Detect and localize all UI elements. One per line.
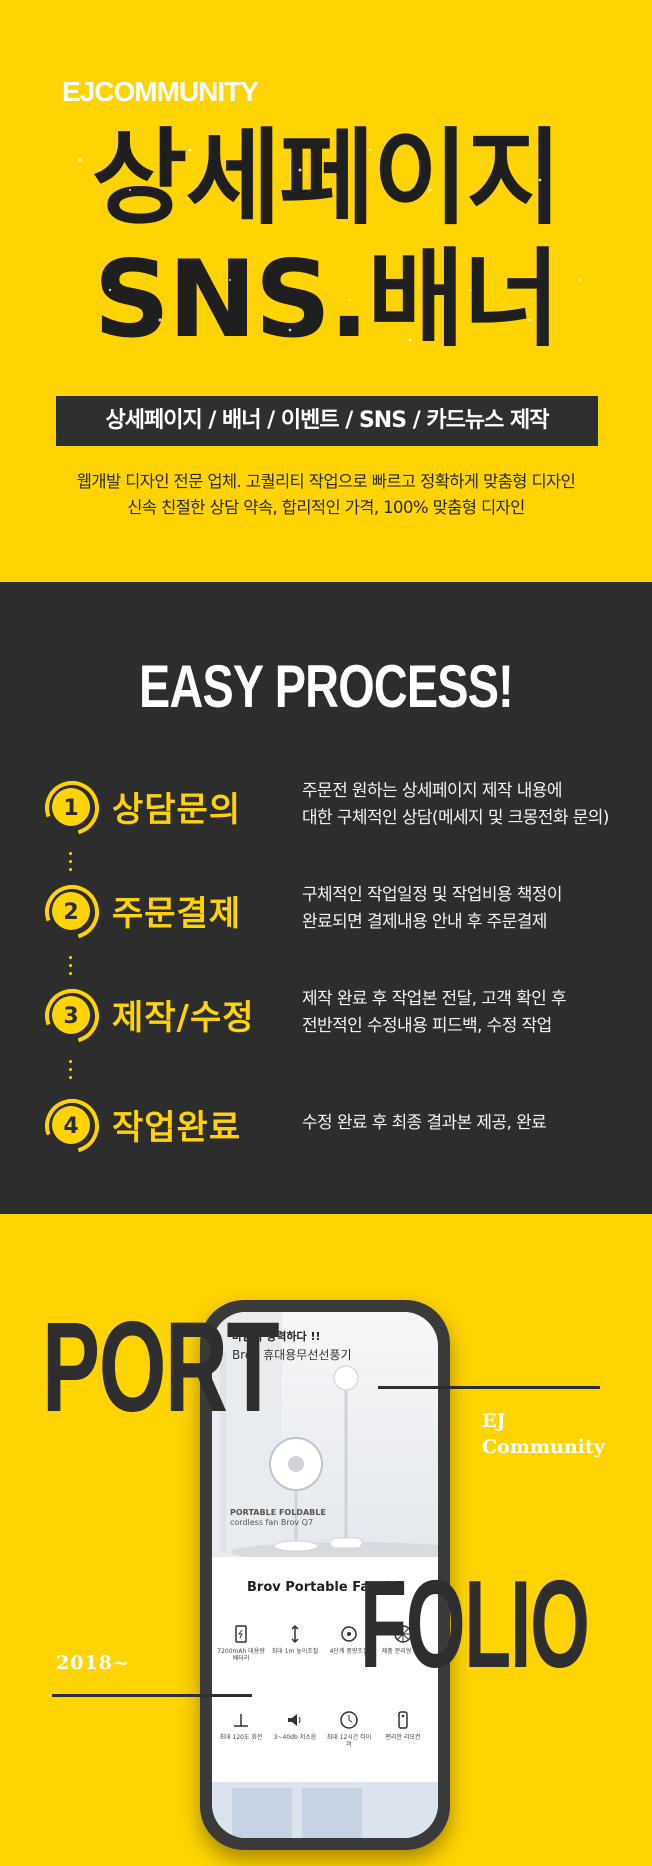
process-step-4: 4 작업완료 수정 완료 후 최종 결과본 제공, 완료 xyxy=(0,1096,652,1166)
remote-icon xyxy=(398,1711,408,1729)
process-section: EASY PROCESS! 1 상담문의 주문전 원하는 상세페이지 제작 내용… xyxy=(0,582,652,1214)
brand-logo: EJCOMMUNITY xyxy=(62,76,259,107)
hero-description-line2: 신속 친절한 상담 약속, 합리적인 가격, 100% 맞춤형 디자인 xyxy=(127,498,525,517)
step-number-2-icon: 2 xyxy=(45,885,99,940)
svg-text:4: 4 xyxy=(63,1114,78,1139)
portfolio-word-port: PORT xyxy=(42,1296,280,1439)
service-tagline-bar: 상세페이지 / 배너 / 이벤트 / SNS / 카드뉴스 제작 xyxy=(56,396,598,446)
svg-text:1: 1 xyxy=(63,796,78,821)
speaker-icon xyxy=(288,1714,301,1726)
process-step-2: 2 주문결제 구체적인 작업일정 및 작업비용 책정이 완료되면 결제내용 안내… xyxy=(0,882,652,952)
product-label: PORTABLE FOLDABLE xyxy=(230,1508,326,1517)
step-number-3-icon: 3 xyxy=(45,989,99,1043)
feature-wind: 4단계 풍량조절 xyxy=(324,1624,374,1655)
process-step-1: 1 상담문의 주문전 원하는 상세페이지 제작 내용에 대한 구체적인 상담(메… xyxy=(0,778,652,848)
hero-section: EJCOMMUNITY 상세페이지 SNS.배너 상세페이지 / 배너 / 이벤… xyxy=(0,0,652,582)
screen-caption-product: Brov 휴대용무선선풍기 xyxy=(232,1348,352,1362)
divider-line-right xyxy=(378,1386,600,1389)
portfolio-section: 바람이 강력하다 !! Brov 휴대용무선선풍기 PORTABLE FOLDA… xyxy=(0,1214,652,1866)
feature-remote: 편리한 리모컨 xyxy=(378,1710,428,1741)
step-number-4-icon: 4 xyxy=(45,1099,99,1153)
feature-noise: 3~40db 저소음 xyxy=(270,1710,320,1741)
phone-screen: 바람이 강력하다 !! Brov 휴대용무선선풍기 PORTABLE FOLDA… xyxy=(212,1312,438,1838)
hero-description-line1: 웹개발 디자인 전문 업체. 고퀄리티 작업으로 빠르고 정확하게 맞춤형 디자… xyxy=(76,472,576,491)
svg-text:3: 3 xyxy=(63,1004,78,1029)
rotation-icon xyxy=(234,1714,248,1727)
screen-caption: 바람이 강력하다 !! xyxy=(232,1330,321,1343)
step-name: 제작/수정 xyxy=(112,998,255,1038)
ej-label: EJ xyxy=(482,1410,506,1432)
floor-fan-illustration xyxy=(212,1312,438,1562)
step-name: 주문결제 xyxy=(112,894,242,934)
window-image-strip xyxy=(212,1782,438,1838)
feature-rotation: 최대 120도 회전 xyxy=(216,1710,266,1741)
process-title: EASY PROCESS! xyxy=(139,653,514,720)
feature-wash: 제품 분리형 세척 xyxy=(378,1624,428,1655)
product-hero-image: 바람이 강력하다 !! Brov 휴대용무선선풍기 PORTABLE FOLDA… xyxy=(212,1312,438,1562)
product-label-sub: cordless fan Brov Q7 xyxy=(230,1518,314,1527)
process-step-3: 3 제작/수정 제작 완료 후 작업본 전달, 고객 확인 후 전반적인 수정내… xyxy=(0,986,652,1056)
feature-height: 최대 1m 높이조절 xyxy=(270,1624,320,1655)
fan-guard-icon xyxy=(394,1625,412,1643)
divider-line-left xyxy=(52,1694,252,1697)
step-description: 제작 완료 후 작업본 전달, 고객 확인 후 전반적인 수정내용 피드백, 수… xyxy=(302,989,567,1036)
since-year: 2018~ xyxy=(56,1652,130,1674)
step-connector-dots xyxy=(68,1060,74,1086)
fan-speed-icon xyxy=(341,1626,357,1642)
product-name: Brov Portable Fan Q7 xyxy=(247,1580,403,1595)
phone-mockup: 바람이 강력하다 !! Brov 휴대용무선선풍기 PORTABLE FOLDA… xyxy=(200,1300,450,1850)
step-name: 작업완료 xyxy=(112,1108,242,1148)
battery-icon xyxy=(235,1625,247,1643)
step-description: 구체적인 작업일정 및 작업비용 책정이 완료되면 결제내용 안내 후 주문결제 xyxy=(302,885,562,932)
hero-title-line2: SNS.배너 xyxy=(93,238,561,361)
step-description: 주문전 원하는 상세페이지 제작 내용에 대한 구체적인 상담(메세지 및 크몽… xyxy=(302,781,609,828)
svg-text:2: 2 xyxy=(63,900,78,925)
feature-battery: 7200mAh 대용량 배터리 xyxy=(216,1624,266,1662)
step-description: 수정 완료 후 최종 결과본 제공, 완료 xyxy=(302,1113,547,1133)
step-connector-dots xyxy=(68,852,74,878)
step-number-1-icon: 1 xyxy=(45,781,99,836)
hero-title-line1: 상세페이지 xyxy=(91,117,562,239)
portfolio-word-folio: FOLIO xyxy=(360,1556,590,1694)
timer-icon xyxy=(340,1711,358,1729)
step-name: 상담문의 xyxy=(112,790,242,830)
step-connector-dots xyxy=(68,956,74,982)
height-adjust-icon xyxy=(291,1624,299,1644)
feature-timer: 최대 12시간 타이머 xyxy=(324,1710,374,1748)
community-label: Community xyxy=(482,1436,605,1458)
